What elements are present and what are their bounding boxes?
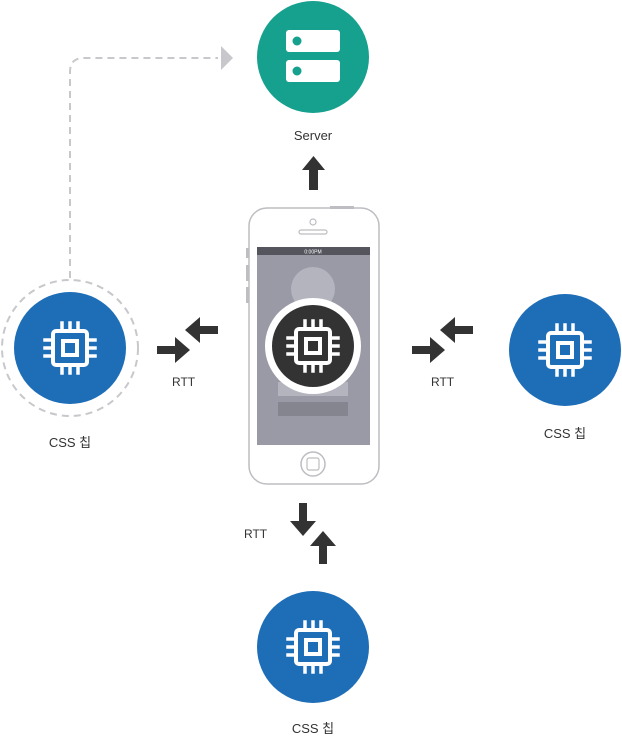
dashed-connector: [69, 57, 218, 278]
right-chip-node: [509, 294, 621, 406]
bottom-rtt-label: RTT: [244, 527, 268, 541]
left-chip-node: [1, 279, 139, 417]
server-label: Server: [293, 128, 333, 143]
server-icon: [286, 30, 340, 82]
server-node: [257, 1, 369, 113]
right-rtt-label: RTT: [431, 375, 455, 389]
bottom-chip-label: CSS 칩: [291, 721, 335, 736]
dashed-arrowhead: [221, 46, 233, 70]
left-rtt-label: RTT: [172, 375, 196, 389]
bottom-chip-node: [257, 591, 369, 703]
left-chip-label: CSS 칩: [48, 435, 92, 450]
right-chip-label: CSS 칩: [543, 426, 587, 441]
right-rtt-arrows: [412, 317, 473, 363]
phone-chip-node: [265, 298, 361, 394]
phone-status-time: 0:00PM: [304, 250, 321, 256]
arrow-up-to-server: [302, 156, 325, 190]
bottom-rtt-arrows: [290, 503, 336, 564]
left-rtt-arrows: [157, 317, 218, 363]
